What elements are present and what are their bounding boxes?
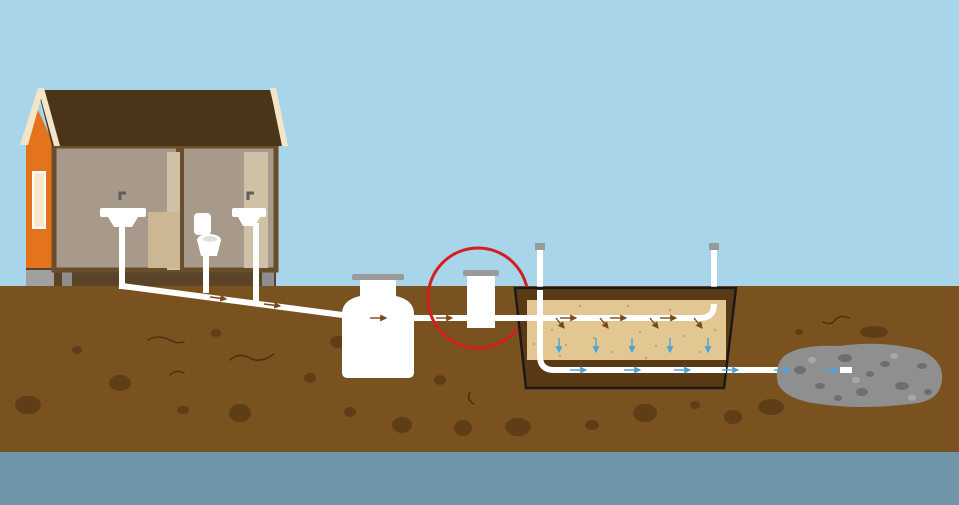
vent-cap-right <box>709 243 719 250</box>
house-window <box>32 171 46 229</box>
pipe-main-sewer <box>118 282 354 320</box>
groundwater <box>0 452 959 505</box>
flow-arrows-blue <box>555 338 840 374</box>
sand-filter-bed <box>513 286 738 390</box>
stone-outlet <box>776 343 943 407</box>
septic-tank <box>342 274 414 378</box>
house <box>20 88 288 286</box>
house-roof <box>38 90 284 146</box>
vent-cap-left <box>535 243 545 250</box>
flow-arrows-brown <box>209 294 703 329</box>
distribution-well-lid <box>463 270 499 276</box>
distribution-well <box>463 270 499 328</box>
filter-sand <box>527 300 726 360</box>
soil-specks <box>15 326 888 436</box>
sink-left <box>100 191 146 227</box>
septic-tank-lid <box>352 274 404 280</box>
cabinet <box>148 212 180 268</box>
soil-worms <box>147 315 850 405</box>
toilet <box>194 213 221 256</box>
